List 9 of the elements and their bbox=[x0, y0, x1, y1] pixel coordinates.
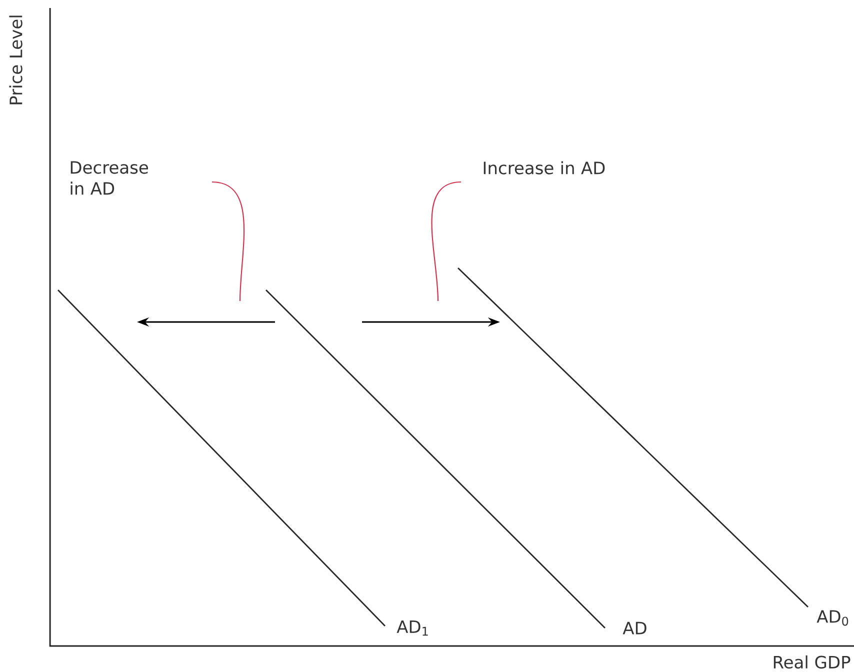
leader-line bbox=[212, 181, 244, 302]
curve-label: AD bbox=[622, 622, 646, 634]
axis-title: Price Level bbox=[9, 16, 22, 104]
axis-title: Real GDP bbox=[774, 655, 850, 669]
curve-label: AD$_{0}$ bbox=[816, 610, 848, 626]
annotation-text: Increase in AD bbox=[484, 161, 605, 174]
annotation-text: Decrease in AD bbox=[70, 161, 148, 195]
curve-label: AD$_{1}$ bbox=[396, 620, 428, 636]
leader-line bbox=[431, 181, 462, 302]
